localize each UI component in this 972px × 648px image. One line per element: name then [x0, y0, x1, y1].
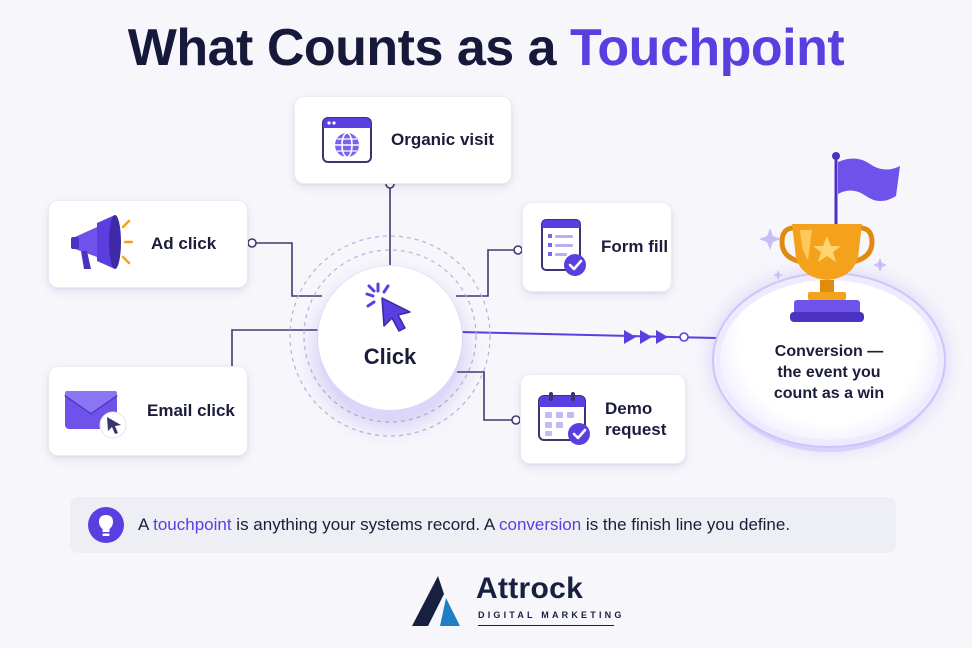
callout-text: A touchpoint is anything your systems re…: [138, 515, 790, 535]
connector-form: [456, 249, 518, 297]
callout-touchpoint: touchpoint: [153, 515, 232, 534]
node-goal: [679, 332, 689, 342]
demo-request-label: Demo request: [605, 398, 666, 441]
envelope-cursor-icon: [64, 391, 127, 439]
demo-label-line1: Demo: [605, 398, 653, 418]
callout-banner: A touchpoint is anything your systems re…: [70, 497, 896, 553]
callout-part3: is the finish line you define.: [581, 515, 791, 534]
hub-click: Click: [318, 266, 462, 410]
attrock-logo-icon: [412, 576, 460, 626]
card-form-fill: Form fill: [522, 202, 672, 292]
title-accent: Touchpoint: [570, 19, 845, 77]
lightbulb-icon: [88, 507, 124, 543]
connector-demo: [444, 371, 516, 421]
card-demo-request: Demo request: [520, 374, 686, 464]
calendar-check-icon: [538, 392, 590, 445]
form-check-icon: [541, 219, 586, 276]
brand-name: Attrock: [476, 572, 584, 605]
callout-part2: is anything your systems record. A: [231, 515, 499, 534]
dashed-orbit: [289, 235, 491, 437]
goal-line3: count as a win: [773, 384, 885, 402]
form-fill-label: Form fill: [601, 237, 669, 257]
goal-label: Conversion — the event you count as a wi…: [734, 342, 924, 404]
card-ad-click: Ad click: [48, 200, 248, 288]
connector-ad: [252, 242, 322, 297]
title-lead: What Counts as a: [127, 19, 571, 77]
email-click-label: Email click: [147, 401, 235, 421]
card-organic-visit: Organic visit: [294, 96, 512, 184]
callout-part1: A: [138, 515, 154, 534]
ad-click-label: Ad click: [151, 234, 217, 254]
demo-label-line2: request: [605, 420, 667, 439]
card-email-click: Email click: [48, 366, 248, 456]
trophy-flag-icon: [759, 152, 900, 322]
connector-email: [231, 329, 320, 376]
brand-logo: Attrock DIGITAL MARKETING: [410, 572, 630, 632]
hub-label: Click: [363, 344, 417, 369]
node-form: [513, 245, 523, 255]
page-title: What Counts as a Touchpoint: [0, 18, 972, 78]
goal-line1: Conversion —: [774, 343, 884, 360]
flow-arrows: [624, 330, 668, 344]
goal-line2: the event you: [777, 363, 881, 381]
brand-tagline: DIGITAL MARKETING: [478, 610, 625, 620]
node-demo: [511, 415, 521, 425]
browser-globe-icon: [322, 117, 372, 163]
brand-rule: [478, 625, 614, 626]
cursor-click-icon: [365, 282, 411, 332]
node-ad: [247, 238, 257, 248]
organic-visit-label: Organic visit: [391, 130, 494, 150]
megaphone-icon: [71, 215, 133, 269]
callout-conversion: conversion: [498, 515, 582, 534]
connector-goal: [459, 331, 717, 339]
